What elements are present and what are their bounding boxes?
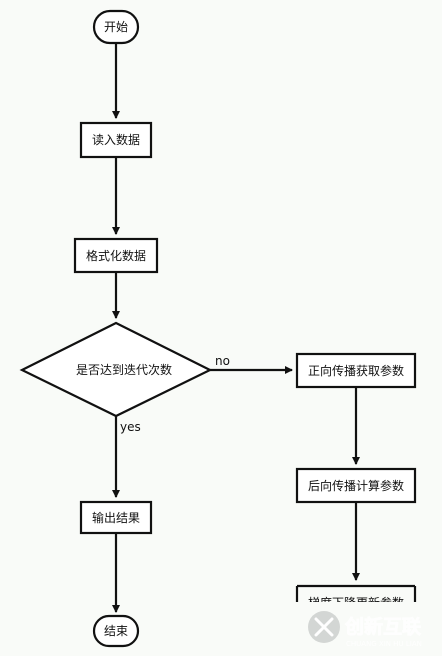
node-end: 结束 xyxy=(92,614,140,648)
edge-label-yes: yes xyxy=(120,420,141,434)
node-start: 开始 xyxy=(92,9,140,45)
node-decision-label: 是否达到迭代次数 xyxy=(76,362,172,377)
node-update-label: 梯度下降更新参数 xyxy=(308,595,404,610)
node-decision: 是否达到迭代次数 xyxy=(19,321,213,418)
node-output-label: 输出结果 xyxy=(92,510,140,525)
node-forward-label: 正向传播获取参数 xyxy=(308,363,404,378)
node-read: 读入数据 xyxy=(79,121,153,159)
watermark: 创新互联 CHUANG XIN HU LIAN xyxy=(308,611,422,648)
watermark-sub: CHUANG XIN HU LIAN xyxy=(346,640,422,648)
node-forward: 正向传播获取参数 xyxy=(295,352,417,389)
watermark-brand: 创新互联 xyxy=(344,615,421,638)
edge-label-no: no xyxy=(215,354,230,368)
node-output: 输出结果 xyxy=(79,500,153,535)
node-format-label: 格式化数据 xyxy=(86,248,146,263)
node-backward: 后向传播计算参数 xyxy=(295,467,417,504)
node-start-label: 开始 xyxy=(104,20,128,34)
node-format: 格式化数据 xyxy=(73,237,159,274)
node-read-label: 读入数据 xyxy=(92,132,140,147)
watermark-logo-icon xyxy=(308,611,340,643)
node-update: 梯度下降更新参数 xyxy=(295,584,417,610)
edges xyxy=(112,44,360,613)
node-end-label: 结束 xyxy=(104,624,128,638)
node-backward-label: 后向传播计算参数 xyxy=(308,478,404,493)
